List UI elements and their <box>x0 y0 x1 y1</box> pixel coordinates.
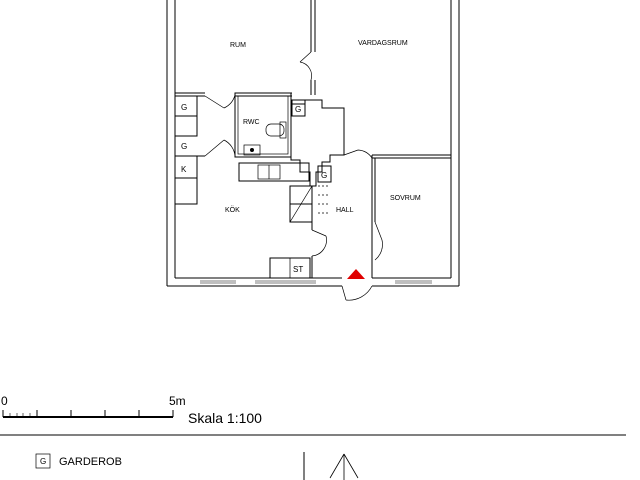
closet-tag-g: G <box>181 142 187 151</box>
scale-end-label: 5m <box>169 394 186 408</box>
room-label-kok: KÖK <box>225 206 240 214</box>
cabinet-tag-k: K <box>181 165 187 174</box>
room-label-rwc: RWC <box>243 119 260 126</box>
room-label-vardagsrum: VARDAGSRUM <box>358 40 408 47</box>
closet-tag-g: G <box>321 171 327 180</box>
closet-tag-g: G <box>295 105 301 114</box>
closet-tag-g: G <box>181 103 187 112</box>
legend-label: GARDEROB <box>59 456 122 468</box>
room-label-hall: HALL <box>336 207 354 214</box>
scale-start-label: 0 <box>1 394 8 408</box>
legend-code-box <box>35 453 51 469</box>
legend-code: G <box>40 457 46 466</box>
room-label-sovrum: SOVRUM <box>390 195 421 202</box>
entrance-arrow-icon <box>347 269 365 279</box>
storage-tag-st: ST <box>293 265 303 274</box>
scale-label: Skala 1:100 <box>188 410 262 426</box>
scale-bar <box>2 410 174 418</box>
outer-walls <box>166 0 460 287</box>
interior-walls <box>174 0 451 301</box>
room-label-rum: RUM <box>230 42 246 49</box>
north-arrow-icon <box>329 453 359 480</box>
